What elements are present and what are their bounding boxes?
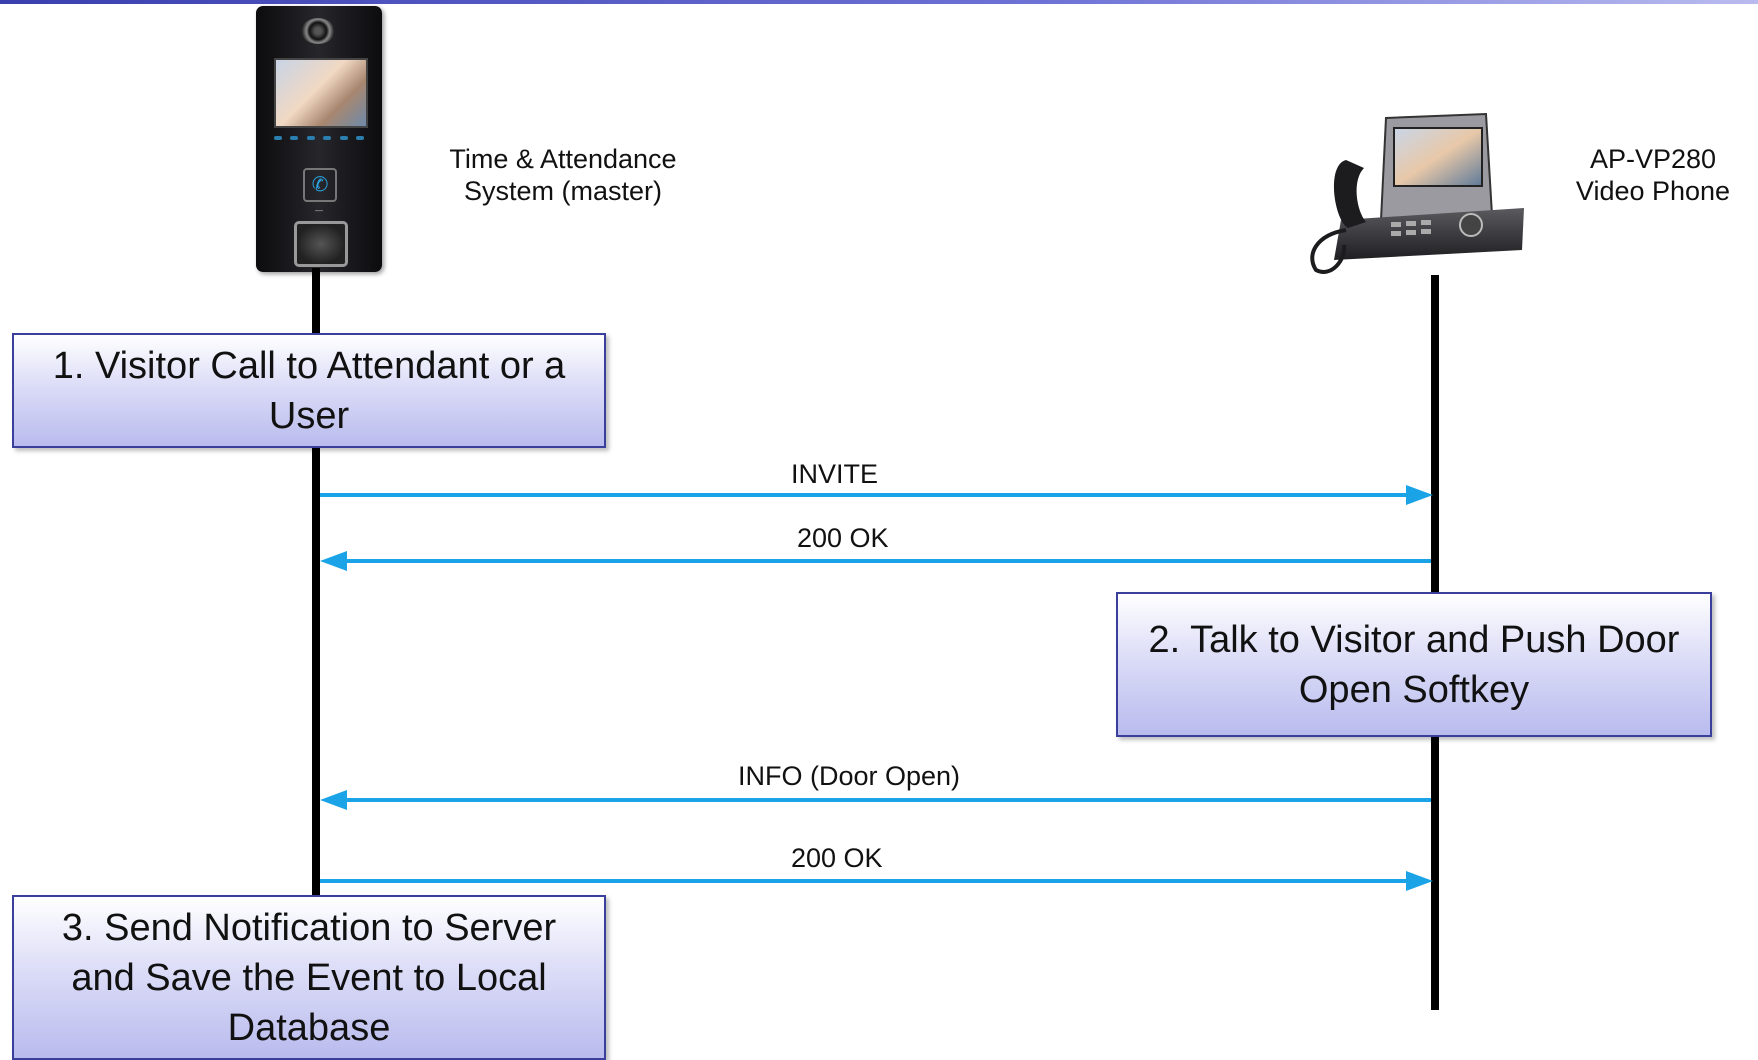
message-label-info: INFO (Door Open) bbox=[738, 761, 961, 791]
call-button-icon: ✆ bbox=[303, 168, 337, 202]
step-1-text: 1. Visitor Call to Attendant or a User bbox=[52, 344, 566, 437]
terminal-screen bbox=[274, 58, 368, 128]
device-brand-mark: — bbox=[315, 206, 323, 215]
message-label-200ok-1: 200 OK bbox=[797, 523, 889, 553]
step-box-2: 2. Talk to Visitor and Push Door Open So… bbox=[1116, 592, 1712, 737]
message-label-invite: INVITE bbox=[791, 459, 879, 489]
step-box-1: 1. Visitor Call to Attendant or a User bbox=[12, 333, 606, 448]
camera-icon bbox=[301, 18, 335, 44]
video-phone-label: AP-VP280 Video Phone bbox=[1548, 143, 1758, 207]
fingerprint-sensor-icon bbox=[294, 221, 348, 267]
time-attendance-terminal-icon: ✆ — bbox=[256, 6, 382, 272]
device-name-line2: System (master) bbox=[463, 176, 663, 206]
arrowhead-200ok-2 bbox=[1406, 871, 1433, 891]
arrowhead-info bbox=[320, 790, 347, 810]
step-2-text: 2. Talk to Visitor and Push Door Open So… bbox=[1148, 618, 1680, 711]
device-name-line1: Time & Attendance bbox=[449, 144, 677, 174]
arrowhead-invite bbox=[1406, 485, 1433, 505]
video-phone-icon bbox=[1310, 112, 1524, 274]
device-name-line2: Video Phone bbox=[1575, 176, 1731, 206]
time-attendance-label: Time & Attendance System (master) bbox=[408, 143, 718, 207]
message-label-200ok-2: 200 OK bbox=[791, 843, 883, 873]
step-3-text: 3. Send Notification to Server and Save … bbox=[61, 906, 557, 1049]
top-rule bbox=[0, 0, 1758, 4]
step-box-3: 3. Send Notification to Server and Save … bbox=[12, 895, 606, 1060]
arrowhead-200ok-1 bbox=[320, 551, 347, 571]
function-keys bbox=[274, 136, 364, 146]
lifeline-time-attendance bbox=[312, 268, 320, 958]
device-name-line1: AP-VP280 bbox=[1589, 144, 1717, 174]
